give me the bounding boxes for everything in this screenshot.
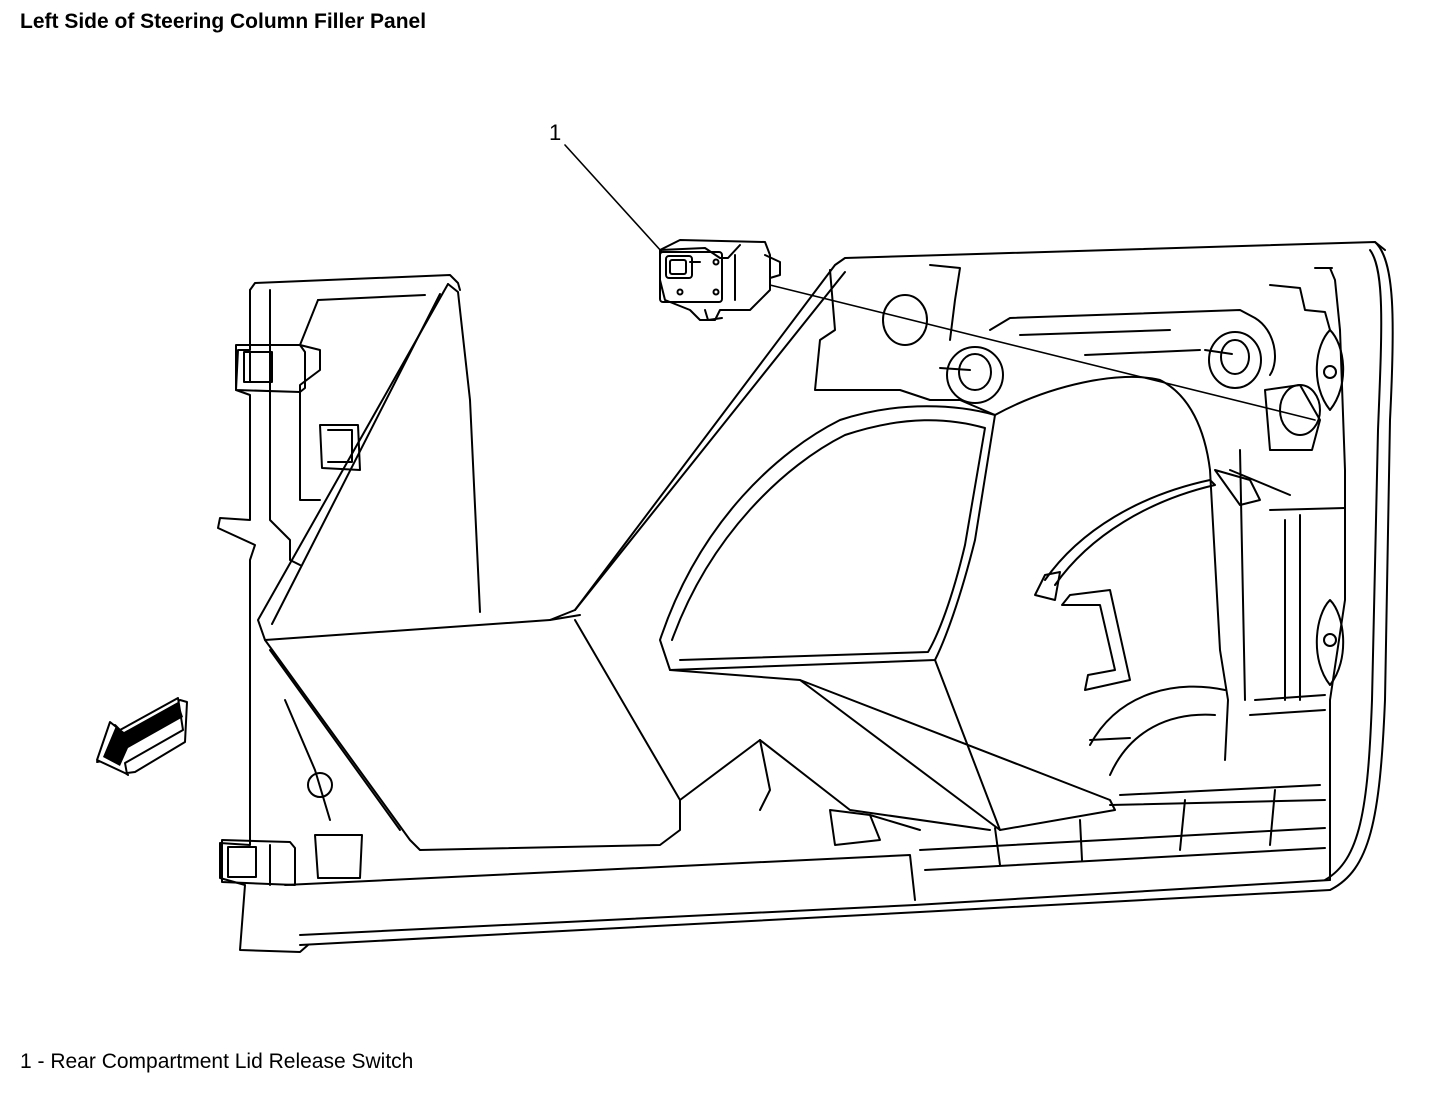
forward-arrow-icon [96,697,188,776]
middle-clip [319,424,361,471]
right-edge-strap [1264,241,1394,891]
callout-number-1: 1 [549,120,561,145]
left-pocket [257,241,1386,851]
right-boss [1208,331,1262,389]
lower-clip [221,839,296,886]
right-pocket [659,375,1211,846]
upper-clip-diamond [1315,329,1345,411]
callout-leader [564,144,663,253]
leader-lines [564,144,1316,421]
legend-entry: 1 - Rear Compartment Lid Release Switch [20,1050,414,1073]
diagram-title: Left Side of Steering Column Filler Pane… [20,10,427,33]
inner-ribs [1034,469,1291,776]
release-switch [659,239,781,321]
panel-back-wall [814,264,1276,761]
mounting-leader [769,284,1316,421]
upper-clip [235,344,306,393]
left-boss [946,346,1004,404]
panel-left-frame [217,274,461,953]
bottom-ledge [284,694,1331,946]
lower-clip-diamond [1315,599,1345,686]
